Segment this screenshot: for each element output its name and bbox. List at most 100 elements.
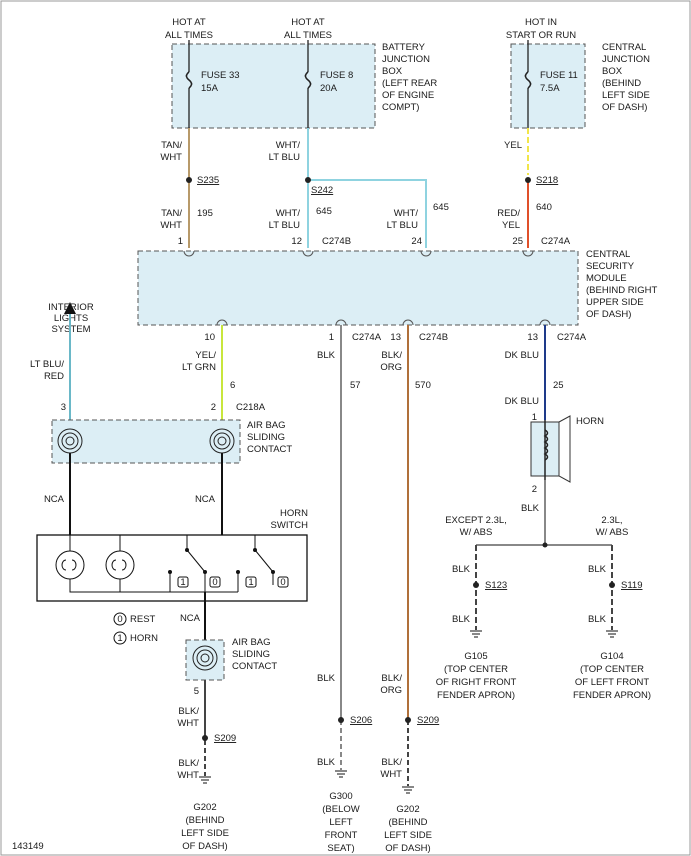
svg-text:AIR BAG: AIR BAG (247, 420, 286, 431)
svg-text:(BEHIND: (BEHIND (185, 815, 224, 826)
svg-text:DK BLU: DK BLU (505, 350, 539, 361)
interior-lights-label: INTERIOR (48, 302, 94, 313)
connector-c274a-bottom: C274A (352, 332, 382, 343)
svg-text:COMPT): COMPT) (382, 102, 419, 113)
svg-text:REST: REST (130, 614, 156, 625)
svg-text:1: 1 (248, 577, 253, 588)
source-3-line1: HOT IN (525, 17, 557, 28)
svg-text:S123: S123 (485, 580, 507, 591)
svg-text:CENTRAL: CENTRAL (602, 42, 646, 53)
svg-text:3: 3 (61, 402, 66, 413)
airbag-sliding-contact-lower (185, 639, 225, 681)
svg-text:CONTACT: CONTACT (232, 661, 277, 672)
svg-text:1: 1 (180, 577, 185, 588)
svg-text:WHT: WHT (177, 770, 199, 781)
svg-text:(BEHIND: (BEHIND (602, 78, 641, 89)
svg-text:SLIDING: SLIDING (247, 432, 285, 443)
svg-text:W/ ABS: W/ ABS (596, 527, 629, 538)
svg-text:1: 1 (178, 236, 183, 247)
ground-g300: G300 (BELOW LEFT FRONT SEAT) (322, 791, 360, 854)
svg-text:W/ ABS: W/ ABS (460, 527, 493, 538)
svg-text:13: 13 (390, 332, 401, 343)
source-3-line2: START OR RUN (506, 30, 576, 41)
ground-icon (335, 770, 347, 778)
ground-g104: G104 (TOP CENTER OF LEFT FRONT FENDER AP… (573, 651, 651, 701)
fuse-11-rating: 7.5A (540, 83, 560, 94)
horn-icon (530, 415, 571, 483)
splice-s206 (338, 717, 344, 723)
svg-text:BLK: BLK (588, 614, 607, 625)
splice-s209-right (405, 717, 411, 723)
svg-text:BLK: BLK (317, 350, 336, 361)
svg-text:FENDER APRON): FENDER APRON) (437, 690, 515, 701)
switch-position-labels: 1 0 1 0 (177, 576, 289, 588)
svg-text:LT BLU: LT BLU (269, 152, 300, 163)
svg-text:OF DASH): OF DASH) (602, 102, 647, 113)
svg-text:SEAT): SEAT) (327, 843, 354, 854)
svg-text:CENTRAL: CENTRAL (586, 249, 630, 260)
svg-text:BOX: BOX (602, 66, 623, 77)
svg-text:2: 2 (211, 402, 216, 413)
svg-text:ORG: ORG (380, 685, 402, 696)
svg-text:G202: G202 (193, 802, 216, 813)
ground-icon (402, 786, 414, 794)
svg-text:WHT/: WHT/ (394, 208, 419, 219)
horn-contact-icons (55, 550, 135, 580)
airbag-sliding-contact-upper (51, 419, 241, 464)
svg-text:2.3L,: 2.3L, (601, 515, 622, 526)
svg-text:570: 570 (415, 380, 431, 391)
svg-text:BLK/: BLK/ (178, 706, 199, 717)
svg-text:NCA: NCA (195, 494, 216, 505)
svg-text:LEFT SIDE: LEFT SIDE (181, 828, 229, 839)
svg-text:13: 13 (527, 332, 538, 343)
ground-g105: G105 (TOP CENTER OF RIGHT FRONT FENDER A… (436, 651, 517, 701)
svg-text:JUNCTION: JUNCTION (602, 54, 650, 65)
svg-text:WHT: WHT (380, 769, 402, 780)
source-2-line2: ALL TIMES (284, 30, 332, 41)
svg-text:640: 640 (536, 202, 552, 213)
ground-icon (470, 630, 482, 638)
svg-text:OF ENGINE: OF ENGINE (382, 90, 434, 101)
splice-s123 (473, 582, 479, 588)
svg-text:(BEHIND RIGHT: (BEHIND RIGHT (586, 285, 657, 296)
svg-text:BATTERY: BATTERY (382, 42, 426, 53)
svg-text:RED/: RED/ (497, 208, 520, 219)
svg-text:S209: S209 (214, 733, 236, 744)
svg-text:BLK: BLK (521, 503, 540, 514)
airbag-contact-label-lower: AIR BAG SLIDING CONTACT (232, 637, 277, 672)
svg-text:OF RIGHT FRONT: OF RIGHT FRONT (436, 677, 517, 688)
svg-text:(LEFT REAR: (LEFT REAR (382, 78, 437, 89)
ground-g202-right: G202 (BEHIND LEFT SIDE OF DASH) (384, 804, 432, 854)
label-s242: S242 (311, 185, 333, 196)
svg-text:2: 2 (532, 484, 537, 495)
svg-text:TAN/: TAN/ (161, 208, 182, 219)
svg-text:SLIDING: SLIDING (232, 649, 270, 660)
fuse-33-name: FUSE 33 (201, 70, 240, 81)
diagram-id: 143149 (12, 841, 44, 852)
svg-text:ORG: ORG (380, 362, 402, 373)
svg-text:JUNCTION: JUNCTION (382, 54, 430, 65)
svg-text:LEFT SIDE: LEFT SIDE (602, 90, 650, 101)
horn-switch-label: HORN SWITCH (271, 508, 309, 531)
svg-text:25: 25 (512, 236, 523, 247)
svg-text:OF DASH): OF DASH) (586, 309, 631, 320)
svg-text:WHT: WHT (160, 152, 182, 163)
except-abs-label: EXCEPT 2.3L, W/ ABS (445, 515, 507, 538)
svg-text:G202: G202 (396, 804, 419, 815)
svg-text:645: 645 (433, 202, 449, 213)
svg-text:1: 1 (532, 412, 537, 423)
svg-text:WHT: WHT (177, 718, 199, 729)
svg-text:UPPER SIDE: UPPER SIDE (586, 297, 644, 308)
connector-c274a-bottom-2: C274A (557, 332, 587, 343)
battery-junction-box (171, 43, 376, 129)
legend: 0 REST 1 HORN (113, 612, 158, 645)
svg-text:WHT: WHT (160, 220, 182, 231)
central-security-module-label: CENTRAL SECURITY MODULE (BEHIND RIGHT UP… (586, 249, 657, 320)
svg-text:645: 645 (316, 206, 332, 217)
fuse-11-name: FUSE 11 (540, 70, 578, 81)
horn-label: HORN (576, 416, 604, 427)
svg-text:EXCEPT 2.3L,: EXCEPT 2.3L, (445, 515, 507, 526)
splice-s119 (609, 582, 615, 588)
